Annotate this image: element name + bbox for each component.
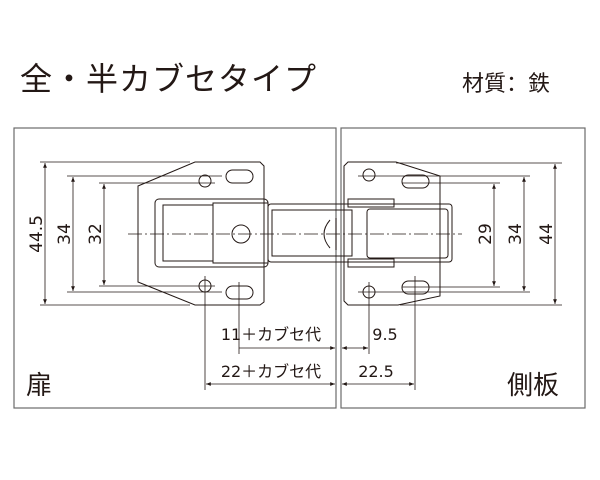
slot-hole [401,174,430,189]
dim-left-outer: 44.5 [27,215,47,253]
door-label: 扉 [26,371,52,401]
screw-hole [198,174,212,188]
dim-left-inner: 32 [86,223,106,245]
slot-hole [225,169,254,184]
dim-left-mid: 34 [55,223,75,245]
side-panel [340,127,586,409]
door-mounting-plate [137,161,265,306]
dim-door-hole-offset: 11＋カブセ代 [221,325,321,344]
hinge-cup [154,198,269,268]
dim-right-inner: 29 [476,223,496,245]
hinge-arm [267,203,453,263]
slot-hole [225,285,254,300]
page-title: 全・半カブセタイプ [20,60,318,98]
dim-right-mid: 34 [506,223,526,245]
door-panel [13,127,337,409]
dim-side-edge-offset: 22.5 [358,362,394,381]
dim-side-hole-offset: 9.5 [372,325,397,344]
side-panel-label: 側板 [507,371,559,401]
material-label: 材質：鉄 [462,72,551,97]
screw-hole [362,168,376,182]
side-mounting-plate [343,161,441,306]
dim-door-edge-offset: 22＋カブセ代 [221,362,321,381]
dim-right-outer: 44 [537,223,557,245]
slot-hole [401,280,430,295]
